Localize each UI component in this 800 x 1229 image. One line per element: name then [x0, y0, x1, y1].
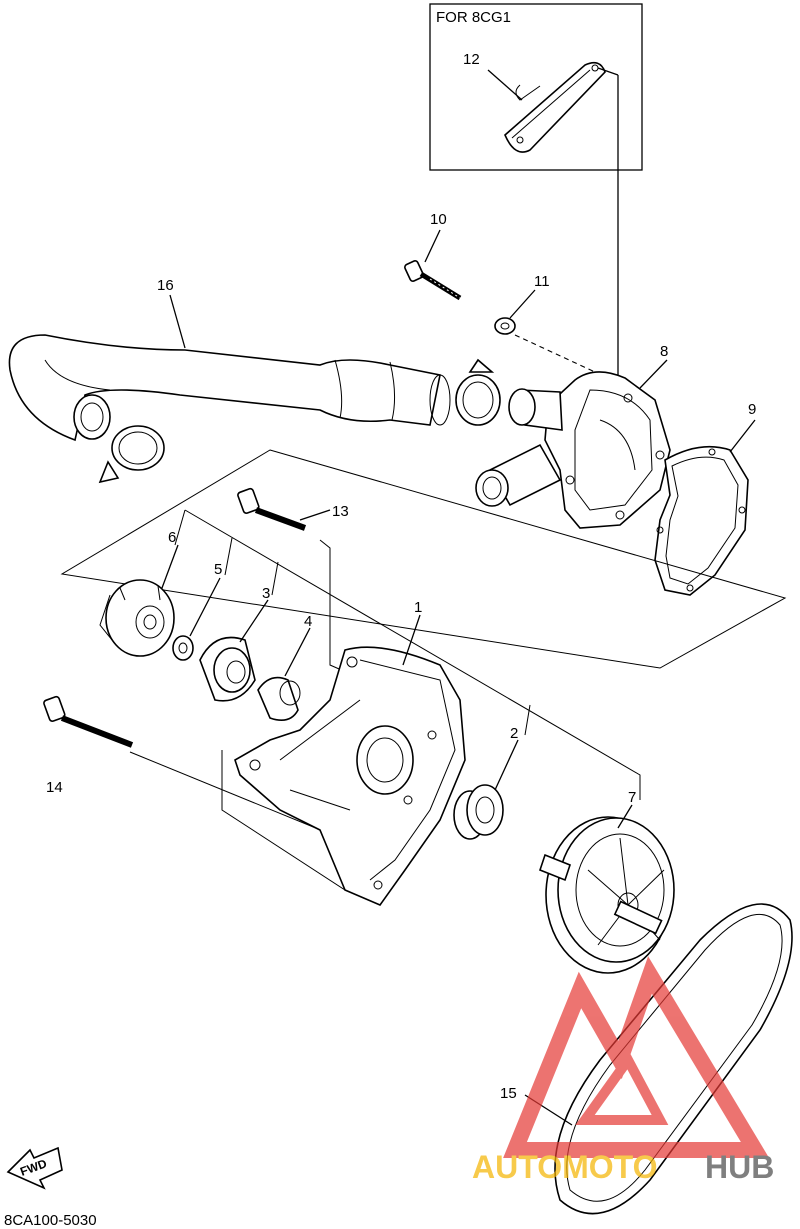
part-13-bolt	[237, 487, 307, 531]
part-6-impeller	[99, 579, 175, 657]
callout-4: 4	[304, 613, 312, 630]
callout-12: 12	[463, 51, 480, 68]
watermark-brand-b: HUB	[705, 1149, 774, 1185]
inset-box-8cg1: FOR 8CG1 12	[429, 3, 643, 380]
callout-8: 8	[660, 343, 668, 360]
callout-15: 15	[500, 1085, 517, 1102]
automotohub-watermark: AUTOMOTO HUB	[472, 956, 774, 1185]
inset-title: FOR 8CG1	[436, 9, 511, 26]
callout-14: 14	[46, 779, 63, 796]
part-14-bolt	[43, 695, 134, 748]
catalog-code: 8CA100-5030	[4, 1212, 97, 1229]
part-10-bolt	[404, 260, 462, 301]
part-3-seal	[199, 636, 256, 702]
callout-7: 7	[628, 789, 636, 806]
hose-clamp-right	[455, 358, 501, 426]
part-5-washer	[172, 635, 194, 661]
callout-1: 1	[414, 599, 422, 616]
part-16-hose	[8, 334, 451, 442]
part-15-belt	[554, 903, 793, 1215]
part-1-pump-housing	[234, 646, 466, 906]
callout-2: 2	[510, 725, 518, 742]
part-12-plate	[504, 61, 606, 153]
callout-3: 3	[262, 585, 270, 602]
fwd-arrow-icon: FWD	[6, 1146, 63, 1190]
callout-13: 13	[332, 503, 349, 520]
part-11-washer	[494, 317, 516, 335]
part-2-bearing	[453, 784, 504, 840]
watermark-brand-a: AUTOMOTO	[472, 1149, 657, 1185]
hose-clamp-left	[98, 425, 165, 484]
part-8-pump-cover	[475, 371, 671, 529]
callout-5: 5	[214, 561, 222, 578]
part-4-collar	[257, 676, 301, 721]
part-9-gasket	[654, 445, 749, 596]
callout-10: 10	[430, 211, 447, 228]
callout-6: 6	[168, 529, 176, 546]
callout-11: 11	[534, 273, 550, 290]
callout-9: 9	[748, 401, 756, 418]
callout-16: 16	[157, 277, 174, 294]
part-7-pulley	[539, 816, 675, 974]
